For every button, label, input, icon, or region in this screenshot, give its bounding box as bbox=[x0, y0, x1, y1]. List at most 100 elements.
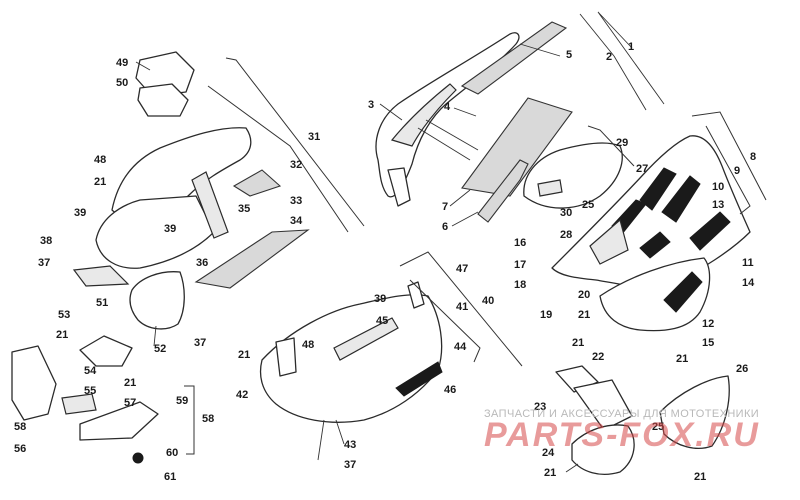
leader-52 bbox=[153, 325, 157, 347]
bracket-53 bbox=[79, 335, 133, 367]
side-panel-assembly bbox=[375, 21, 573, 223]
callout-21-d: 21 bbox=[238, 349, 250, 361]
callout-41: 41 bbox=[456, 301, 468, 313]
callout-47: 47 bbox=[456, 263, 468, 275]
callout-22: 22 bbox=[592, 351, 604, 363]
bracket-lines-58 bbox=[184, 385, 195, 455]
callout-44: 44 bbox=[454, 341, 467, 353]
lower-panel-decal bbox=[663, 271, 703, 313]
callout-37-a: 37 bbox=[38, 257, 50, 269]
bracket-35 bbox=[191, 171, 229, 239]
callout-31: 31 bbox=[308, 131, 320, 143]
callout-56: 56 bbox=[14, 443, 26, 455]
callout-58-b: 58 bbox=[202, 413, 214, 425]
callout-11: 11 bbox=[742, 257, 754, 269]
decal-stripe-4 bbox=[689, 211, 731, 251]
callout-59: 59 bbox=[176, 395, 188, 407]
leader-49 bbox=[135, 61, 151, 71]
callout-42: 42 bbox=[236, 389, 248, 401]
callout-35: 35 bbox=[238, 203, 250, 215]
leader-37 bbox=[317, 419, 325, 461]
front-tab-48 bbox=[275, 337, 297, 377]
callout-6: 6 bbox=[442, 221, 448, 233]
watermark-tagline: ЗАПЧАСТИ И АКСЕССУАРЫ ДЛЯ МОТОТЕХНИКИ bbox=[484, 408, 760, 420]
leader-4 bbox=[453, 107, 477, 117]
decal-stripe-1 bbox=[639, 167, 677, 211]
callout-2: 2 bbox=[606, 51, 612, 63]
callout-27: 27 bbox=[636, 163, 648, 175]
side-panel-insert bbox=[390, 83, 457, 147]
callout-19: 19 bbox=[540, 309, 552, 321]
callout-15: 15 bbox=[702, 337, 714, 349]
decal-side-panel bbox=[551, 135, 751, 332]
callout-61: 61 bbox=[164, 471, 176, 483]
decal-stripe-2 bbox=[661, 175, 701, 223]
pad-55 bbox=[61, 393, 97, 415]
callout-53: 53 bbox=[58, 309, 70, 321]
callout-54: 54 bbox=[84, 365, 97, 377]
panel-24 bbox=[571, 424, 635, 475]
callout-14: 14 bbox=[742, 277, 755, 289]
callout-57: 57 bbox=[124, 397, 136, 409]
callout-30: 30 bbox=[560, 207, 572, 219]
callout-1: 1 bbox=[628, 41, 634, 53]
callout-21-g: 21 bbox=[676, 353, 688, 365]
foam-pad-33 bbox=[232, 169, 282, 197]
access-panel-group bbox=[523, 142, 623, 209]
callout-12: 12 bbox=[702, 318, 714, 330]
bracket-lines-40-41 bbox=[399, 251, 523, 367]
vent-mesh bbox=[589, 218, 629, 265]
callout-16: 16 bbox=[514, 237, 526, 249]
callout-43: 43 bbox=[344, 439, 356, 451]
hood-frame bbox=[95, 195, 215, 269]
foam-strip-upper bbox=[460, 21, 568, 95]
callout-21-f: 21 bbox=[572, 337, 584, 349]
callout-37-b: 37 bbox=[194, 337, 206, 349]
panel-58 bbox=[11, 345, 57, 421]
hood-assembly bbox=[72, 51, 310, 330]
trim-45 bbox=[333, 317, 399, 361]
callout-50: 50 bbox=[116, 77, 128, 89]
callout-3: 3 bbox=[368, 99, 374, 111]
leader-6 bbox=[451, 211, 479, 227]
leader-2 bbox=[579, 13, 615, 57]
callout-21-h: 21 bbox=[544, 467, 556, 479]
callout-10: 10 bbox=[712, 181, 724, 193]
leader-43 bbox=[335, 419, 345, 445]
callout-17: 17 bbox=[514, 259, 526, 271]
access-panel-latch bbox=[537, 179, 563, 197]
leader-lines bbox=[135, 11, 767, 473]
callout-18: 18 bbox=[514, 279, 526, 291]
leader-2b bbox=[613, 55, 647, 111]
callout-48-a: 48 bbox=[94, 154, 106, 166]
callout-39-a: 39 bbox=[74, 207, 86, 219]
panel-26 bbox=[659, 375, 730, 449]
callout-52: 52 bbox=[154, 343, 166, 355]
callout-7: 7 bbox=[442, 201, 448, 213]
callout-21-b: 21 bbox=[56, 329, 68, 341]
trim-strip bbox=[425, 119, 479, 151]
callout-46: 46 bbox=[444, 384, 456, 396]
belly-pan-assembly bbox=[259, 281, 443, 423]
callout-21-c: 21 bbox=[124, 377, 136, 389]
callout-9: 9 bbox=[734, 165, 740, 177]
callout-24: 24 bbox=[542, 447, 555, 459]
callout-38: 38 bbox=[40, 235, 52, 247]
callout-26: 26 bbox=[736, 363, 748, 375]
callout-51: 51 bbox=[96, 297, 108, 309]
callout-21-i: 21 bbox=[694, 471, 706, 483]
callout-55: 55 bbox=[84, 385, 96, 397]
callout-34: 34 bbox=[290, 215, 303, 227]
callout-29: 29 bbox=[616, 137, 628, 149]
decal-stripe-5 bbox=[639, 231, 671, 259]
leader-5 bbox=[519, 43, 561, 57]
foam-edge-strip bbox=[417, 127, 471, 161]
callout-58-a: 58 bbox=[14, 421, 26, 433]
shield-57 bbox=[79, 401, 159, 441]
bracket-lines-29 bbox=[587, 125, 635, 167]
callout-37-c: 37 bbox=[344, 459, 356, 471]
lower-right-parts bbox=[555, 365, 730, 475]
callout-25-b: 25 bbox=[652, 421, 664, 433]
callout-40: 40 bbox=[482, 295, 494, 307]
